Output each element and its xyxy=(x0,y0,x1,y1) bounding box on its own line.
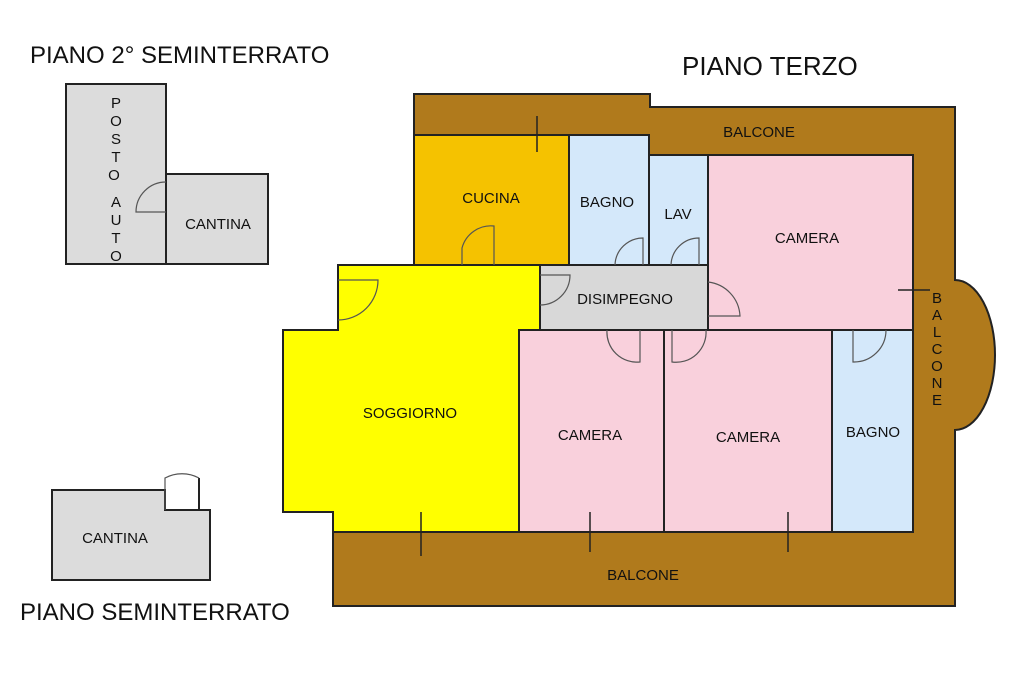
door-swings xyxy=(337,225,887,363)
room-camera-3 xyxy=(663,329,833,533)
label-balcone-top: BALCONE xyxy=(723,124,795,141)
label-bagno-2: BAGNO xyxy=(846,424,900,441)
label-camera-2: CAMERA xyxy=(558,427,622,444)
label-disimpegno: DISIMPEGNO xyxy=(577,291,673,308)
label-camera-3: CAMERA xyxy=(716,429,780,446)
room-bagno-2 xyxy=(831,329,914,533)
label-cantina-2: CANTINA xyxy=(185,216,251,233)
label-balcone-bottom: BALCONE xyxy=(607,567,679,584)
window-marks xyxy=(420,116,930,556)
room-camera-2 xyxy=(518,329,665,533)
label-cucina: CUCINA xyxy=(462,190,520,207)
label-cantina-1: CANTINA xyxy=(82,530,148,547)
heading-piano-2-seminterrato: PIANO 2° SEMINTERRATO xyxy=(30,42,329,69)
label-bagno-1: BAGNO xyxy=(580,194,634,211)
heading-piano-seminterrato: PIANO SEMINTERRATO xyxy=(20,599,290,626)
heading-piano-terzo: PIANO TERZO xyxy=(682,51,858,81)
room-soggiorno xyxy=(282,264,541,533)
label-camera-1: CAMERA xyxy=(775,230,839,247)
label-lav: LAV xyxy=(664,206,691,223)
label-soggiorno: SOGGIORNO xyxy=(363,405,457,422)
